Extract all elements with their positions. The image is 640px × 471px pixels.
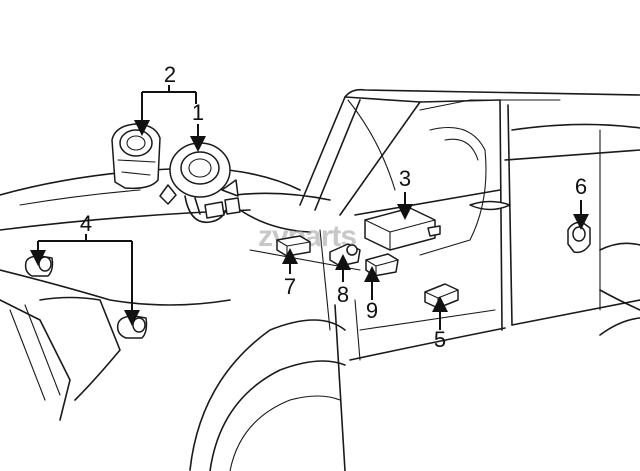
callout-4: 4 — [80, 211, 92, 236]
front-impact-sensor-left-icon — [24, 255, 54, 277]
side-impact-sensor-icon — [424, 283, 459, 309]
callout-3: 3 — [399, 166, 411, 191]
leader-lines — [30, 85, 589, 330]
callout-8: 8 — [337, 282, 349, 307]
callout-2: 2 — [164, 62, 176, 87]
front-impact-sensor-right-icon — [116, 315, 148, 339]
clock-spring-housing-icon — [111, 123, 161, 190]
callout-6: 6 — [575, 174, 587, 199]
seat-position-sensor-icon — [276, 235, 311, 257]
seat-belt-sensor-icon — [365, 253, 399, 277]
vehicle-outline — [0, 88, 640, 471]
callout-5: 5 — [434, 327, 446, 352]
rear-side-sensor-icon — [567, 221, 591, 254]
clock-spring-harness-icon — [159, 142, 241, 224]
callout-1: 1 — [192, 100, 204, 125]
callout-7: 7 — [284, 274, 296, 299]
callout-9: 9 — [366, 298, 378, 323]
airbag-control-module-icon — [364, 207, 441, 251]
